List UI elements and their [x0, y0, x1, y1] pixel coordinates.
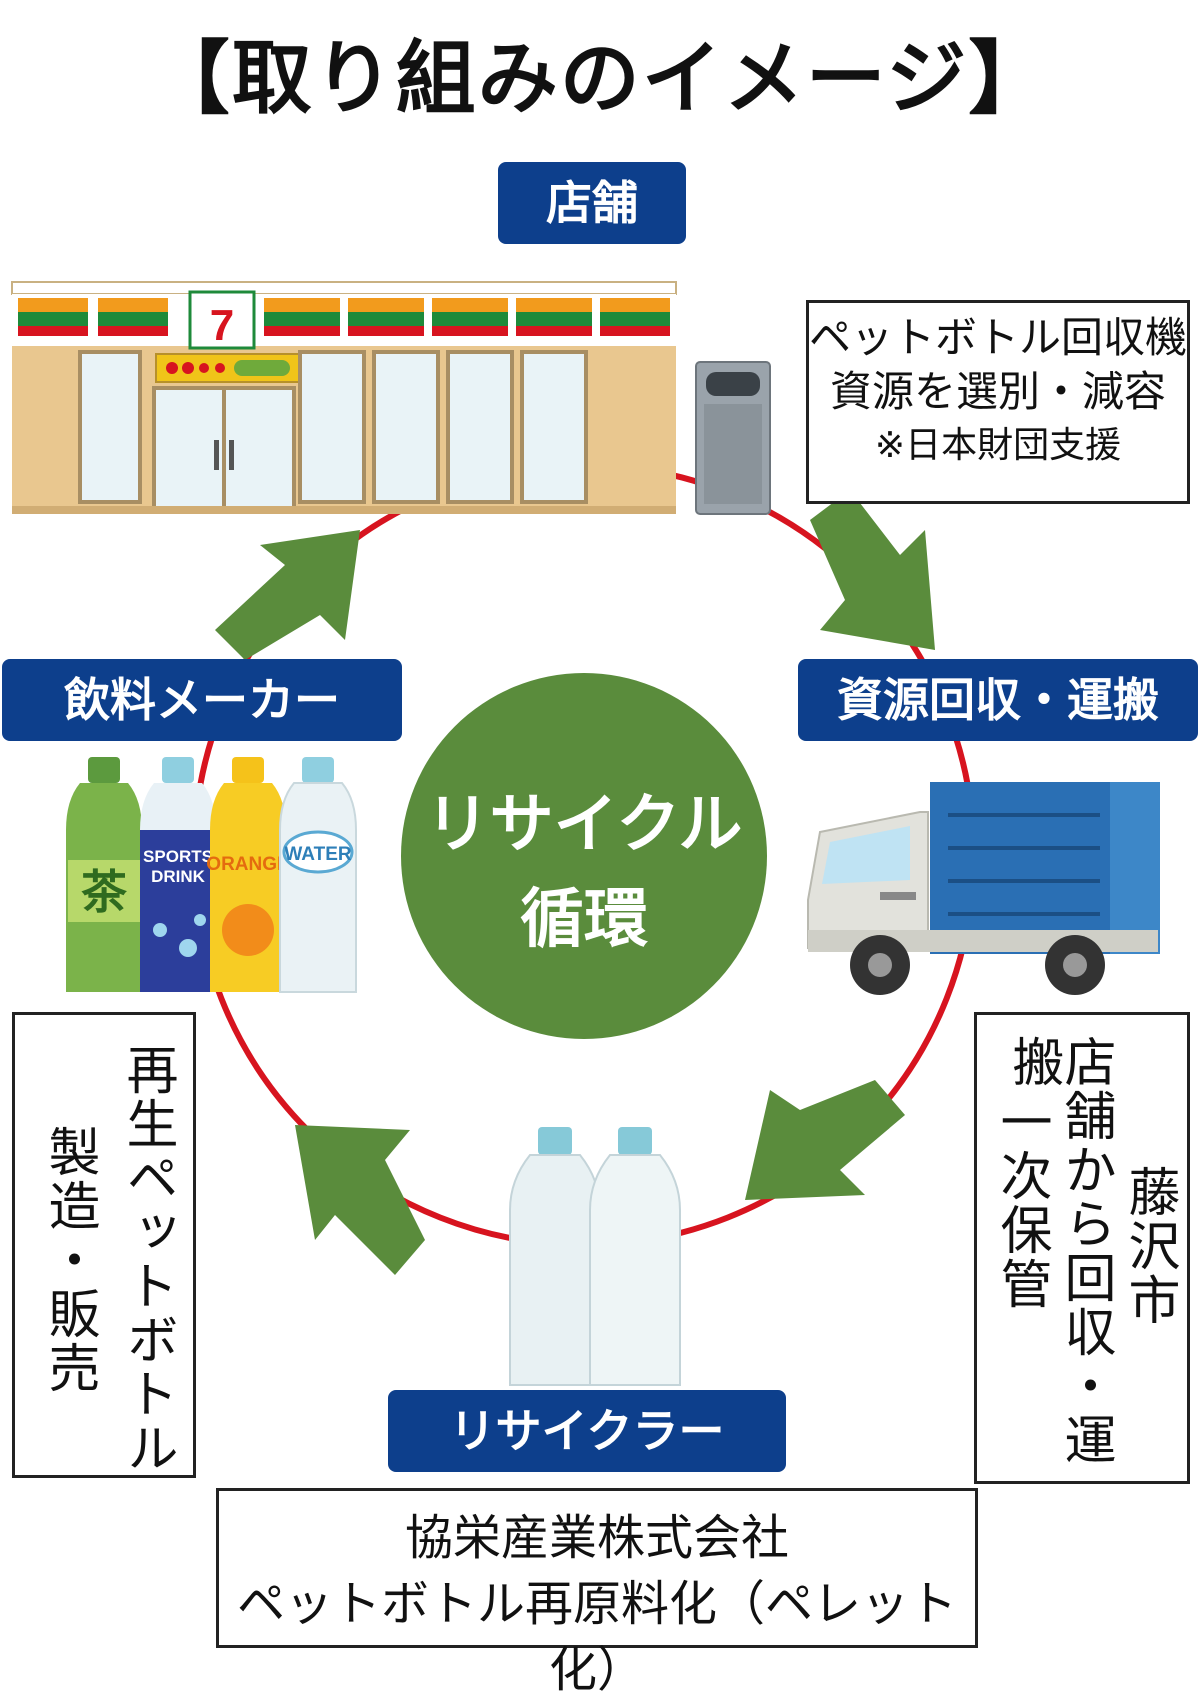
store-logo: [188, 290, 256, 350]
recycled-bottles-illustration: [509, 1127, 681, 1386]
center-line-1: リサイクル: [425, 788, 743, 862]
note-fujisawa: 藤沢市 店舗から回収・運搬 一次保管: [974, 1012, 1190, 1484]
note-fujisawa-col-2: 店舗から回収・運搬: [1003, 1035, 1115, 1467]
note-fujisawa-col-3: 一次保管: [991, 1095, 1051, 1311]
sports-bottle-label: SPORTS: [143, 847, 213, 866]
truck-illustration: [807, 782, 1160, 995]
arrow-store-to-collection: [810, 490, 935, 650]
tea-bottle-label: 茶: [81, 865, 128, 919]
note-recycler-line-1: 協栄産業株式会社: [404, 1510, 789, 1566]
note-recycler: 協栄産業株式会社 ペットボトル再原料化（ペレット化）: [216, 1488, 978, 1698]
arrow-collection-to-recycler: [745, 1080, 905, 1200]
note-fujisawa-col-1: 藤沢市: [1119, 1165, 1179, 1327]
collection-machine-illustration: [695, 361, 771, 515]
note-machine-line-1: ペットボトル回収機: [809, 313, 1188, 362]
label-store: 店舗: [498, 162, 686, 244]
note-machine-line-3: ※日本財団支援: [874, 425, 1122, 466]
note-collection-machine: ペットボトル回収機 資源を選別・減容 ※日本財団支援: [806, 300, 1190, 504]
page-title: 【取り組みのイメージ】: [149, 32, 1051, 125]
drink-bottle-label: DRINK: [151, 867, 206, 886]
note-recycler-line-2: ペットボトル再原料化（ペレット化）: [236, 1576, 957, 1698]
store-illustration: 7: [11, 281, 677, 514]
product-bottles-illustration: 茶 SPORTS DRINK ORANGE WATER: [66, 757, 357, 993]
arrow-maker-to-store: [215, 530, 360, 660]
label-maker: 飲料メーカー: [2, 659, 402, 741]
arrow-recycler-to-maker: [295, 1125, 425, 1275]
water-bottle-label: WATER: [284, 844, 351, 865]
center-circle: リサイクル 循環: [401, 673, 767, 1039]
orange-bottle-label: ORANGE: [206, 854, 289, 875]
note-maker: 再生ペットボトル 製造・販売: [12, 1012, 196, 1478]
label-collection: 資源回収・運搬: [798, 659, 1198, 741]
note-maker-col-1: 再生ペットボトル: [117, 1043, 177, 1475]
note-maker-col-2: 製造・販売: [39, 1125, 99, 1395]
store-logo-text: 7: [210, 301, 234, 350]
note-machine-line-2: 資源を選別・減容: [829, 367, 1166, 416]
cycle-artwork: 7: [11, 281, 1160, 1386]
center-line-2: 循環: [520, 883, 648, 957]
label-recycler: リサイクラー: [388, 1390, 786, 1472]
